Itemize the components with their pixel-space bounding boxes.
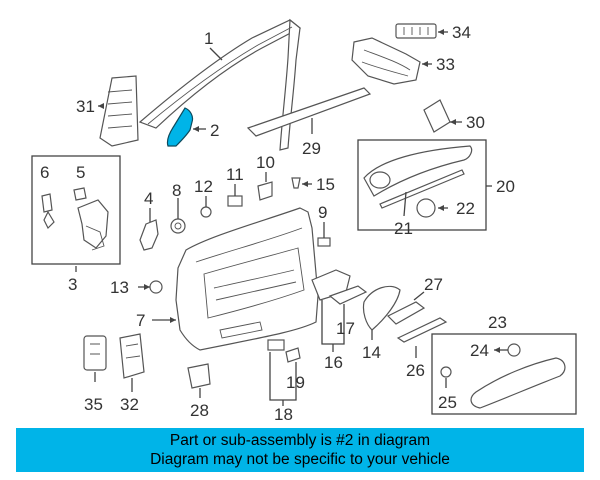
callout-10: 10 [256, 153, 275, 172]
part-32-switch-module [119, 333, 145, 392]
part-30-square-trim [423, 99, 462, 133]
parts-diagram: 1 2 3 4 5 6 7 8 9 10 11 12 13 14 15 16 1… [31, 18, 577, 424]
part-28-plate [187, 363, 211, 398]
info-banner: Part or sub-assembly is #2 in diagram Di… [16, 428, 584, 472]
callout-4: 4 [144, 189, 153, 208]
part-26-strip [396, 317, 448, 358]
callout-22: 22 [456, 199, 475, 218]
banner-line-1: Part or sub-assembly is #2 in diagram [169, 432, 431, 449]
callout-8: 8 [172, 181, 181, 200]
callout-15: 15 [316, 175, 335, 194]
callout-23: 23 [488, 313, 507, 332]
part-35-control-unit [83, 335, 107, 382]
callout-17: 17 [336, 319, 355, 338]
part-7-door-panel [152, 207, 319, 351]
part-33-handle-housing [351, 37, 432, 85]
callout-5: 5 [76, 163, 85, 182]
callout-25: 25 [438, 393, 457, 412]
callout-12: 12 [194, 177, 213, 196]
callout-30: 30 [466, 113, 485, 132]
callout-19: 19 [286, 373, 305, 392]
callout-26: 26 [406, 361, 425, 380]
callout-7: 7 [136, 311, 145, 330]
part-1-window-molding [138, 18, 302, 151]
part-4-bracket [139, 208, 159, 251]
callout-2: 2 [210, 121, 219, 140]
part-16-handle-group [311, 269, 368, 352]
part-8-fastener [170, 198, 186, 234]
callout-29: 29 [302, 139, 321, 158]
callout-35: 35 [84, 395, 103, 414]
callout-32: 32 [120, 395, 139, 414]
callout-1: 1 [204, 29, 213, 48]
callout-27: 27 [424, 275, 443, 294]
callout-21: 21 [394, 219, 413, 238]
part-11-clip [227, 184, 243, 207]
part-27-switch-trim [386, 291, 426, 325]
part-3-group [31, 155, 121, 272]
part-2-trim-highlighted [166, 107, 206, 147]
callout-28: 28 [190, 401, 209, 420]
part-12-clip [200, 196, 212, 218]
callout-33: 33 [436, 55, 455, 74]
part-20-trim-panel-group [357, 139, 492, 231]
part-15-screw [291, 177, 312, 189]
callout-24: 24 [470, 341, 489, 360]
callout-20: 20 [496, 177, 515, 196]
callout-13: 13 [110, 278, 129, 297]
part-23-armrest-group [431, 333, 577, 415]
callout-31: 31 [76, 97, 95, 116]
part-9-bracket [317, 222, 331, 247]
callout-34: 34 [452, 23, 471, 42]
callout-16: 16 [324, 353, 343, 372]
callout-18: 18 [274, 405, 293, 424]
part-10-bracket [257, 172, 273, 201]
callout-14: 14 [362, 343, 381, 362]
callout-3: 3 [68, 275, 77, 294]
banner-line-2: Diagram may not be specific to your vehi… [150, 451, 450, 468]
part-18-group [267, 339, 301, 406]
callout-6: 6 [40, 163, 49, 182]
callout-arrowheads [98, 29, 500, 353]
callout-9: 9 [318, 203, 327, 222]
part-14-pull-handle [362, 285, 401, 340]
part-31-switch-panel [98, 75, 139, 147]
part-29-sill-strip [246, 87, 372, 137]
callout-11: 11 [226, 165, 244, 184]
